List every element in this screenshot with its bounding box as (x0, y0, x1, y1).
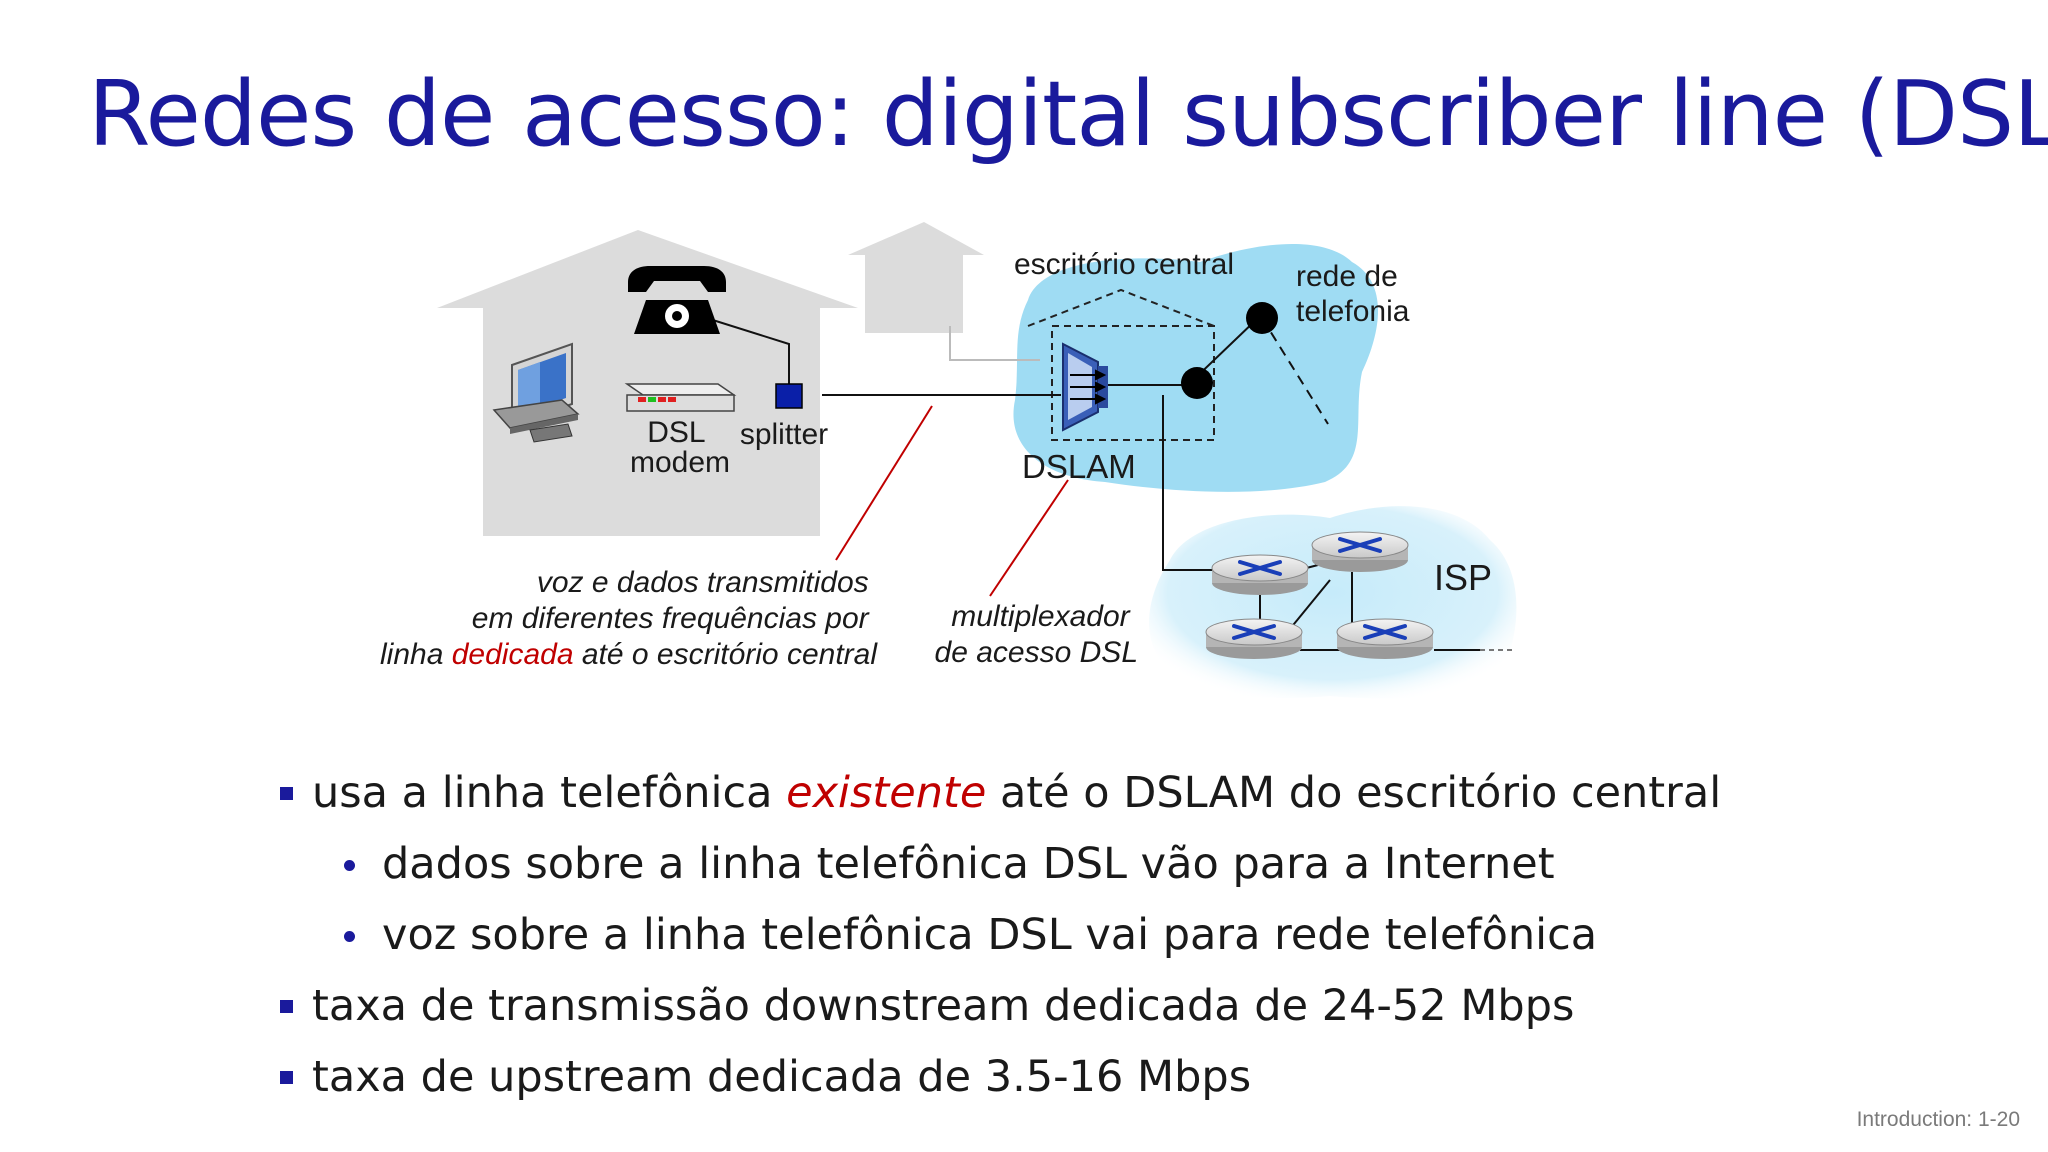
splitter-label: splitter (740, 418, 828, 451)
sub-bullet-item: voz sobre a linha telefônica DSL vai par… (276, 904, 1721, 975)
isp-router (1336, 618, 1434, 659)
telephone-icon (628, 266, 726, 334)
bullet-item: usa a linha telefônica existente até o D… (276, 762, 1721, 833)
dslam-label: DSLAM (1022, 448, 1136, 485)
splitter-icon (775, 383, 803, 409)
sub-bullet-item: dados sobre a linha telefônica DSL vão p… (276, 833, 1721, 904)
phone-switch-node (1181, 367, 1213, 399)
voice-data-caption: voz e dados transmitidos em diferentes f… (380, 566, 878, 671)
isp-router (1205, 618, 1303, 659)
pointer-line (835, 405, 933, 561)
isp-router (1311, 531, 1409, 572)
isp-label: ISP (1434, 557, 1492, 598)
dslam-device (1062, 342, 1108, 432)
computer-icon (492, 342, 580, 443)
dsl-modem-label: DSL modem (630, 416, 730, 479)
isp-router (1211, 554, 1309, 595)
telephone-network-label: rede de telefonia (1296, 260, 1410, 328)
slide-title: Redes de acesso: digital subscriber line… (88, 62, 2048, 167)
bullet-item: taxa de upstream dedicada de 3.5-16 Mbps (276, 1046, 1721, 1117)
dslam-caption: multiplexador de acesso DSL (935, 600, 1138, 669)
light-line-to-office (949, 326, 1040, 361)
phone-switch-node (1246, 302, 1278, 334)
central-office-outline (1027, 288, 1215, 441)
telephone-network-dashed-link (1261, 317, 1329, 425)
bullet-list: usa a linha telefônica existente até o D… (276, 762, 1721, 1117)
central-office-label: escritório central (1014, 248, 1234, 281)
pointer-line (989, 479, 1069, 597)
bullet-item: taxa de transmissão downstream dedicada … (276, 975, 1721, 1046)
small-house (848, 222, 984, 333)
dsl-modem-icon (624, 383, 737, 412)
slide-footer: Introduction: 1-20 (1856, 1108, 2020, 1131)
home-house (437, 230, 858, 536)
